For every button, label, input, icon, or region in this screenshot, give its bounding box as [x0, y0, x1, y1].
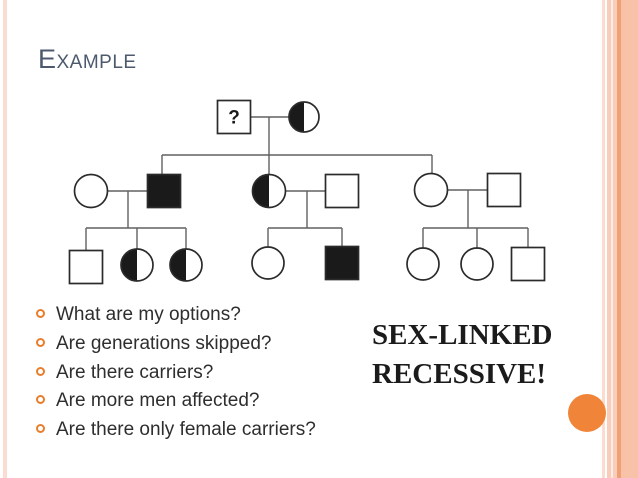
I-2-carrier-female	[288, 101, 320, 133]
answer-text: SEX-LINKED RECESSIVE!	[372, 316, 592, 394]
left-border-stripe	[3, 0, 7, 478]
III-4-female	[251, 246, 285, 280]
bullet-icon	[36, 337, 45, 347]
III-1-male	[68, 249, 104, 285]
bullet-icon	[36, 366, 45, 376]
right-border-stripes	[602, 0, 638, 478]
II-6-male	[486, 172, 522, 208]
I-1-unknown-male: ?	[216, 99, 252, 135]
unknown-genotype-label: ?	[228, 108, 240, 129]
bullet-item: Are more men affected?	[36, 387, 366, 416]
bullet-icon	[36, 395, 45, 405]
bullet-text: Are more men affected?	[56, 390, 260, 412]
bullet-text: What are my options?	[56, 304, 241, 325]
III-8-male	[510, 246, 546, 282]
bullet-text: Are there carriers?	[56, 361, 214, 383]
II-1-female	[73, 173, 109, 209]
II-3-carrier-female	[251, 173, 287, 209]
bullet-icon	[36, 424, 45, 434]
III-6-female	[406, 247, 440, 281]
II-2-affected-male	[146, 173, 182, 209]
bullet-text: Are generations skipped?	[56, 332, 272, 354]
answer-line: SEX-LINKED	[372, 319, 553, 351]
bullet-text: Are there only female carriers?	[56, 419, 316, 441]
bullet-item: Are there carriers?	[36, 359, 366, 388]
bullet-item: Are there only female carriers?	[36, 416, 366, 445]
bullet-icon	[36, 309, 45, 318]
III-7-female	[460, 247, 494, 281]
bullet-list: What are my options? Are generations skip…	[36, 301, 366, 445]
page-title: Example	[38, 44, 137, 74]
answer-line: RECESSIVE!	[372, 358, 547, 390]
bullet-item: What are my options?	[36, 301, 366, 330]
II-5-female	[413, 172, 449, 208]
III-2-carrier-female	[120, 248, 154, 282]
III-3-carrier-female	[169, 248, 203, 282]
bullet-item: Are generations skipped?	[36, 330, 366, 359]
accent-circle	[568, 394, 606, 432]
III-5-affected-male	[324, 245, 360, 281]
II-4-male	[324, 173, 360, 209]
